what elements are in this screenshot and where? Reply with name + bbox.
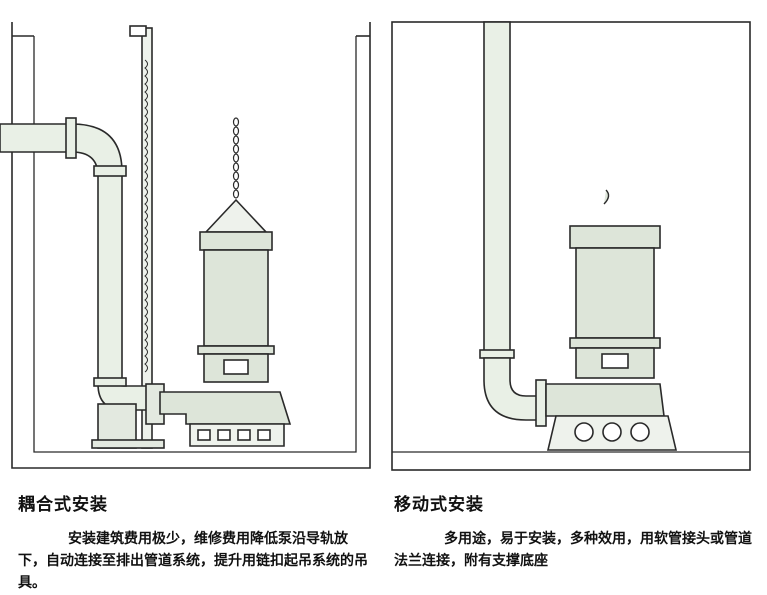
mobile-installation-description: 多用途，易于安装，多种效用，用软管接头或管道法兰连接，附有支撑底座 <box>394 528 754 572</box>
lifting-chain <box>232 117 240 199</box>
mobile-installation-illustration <box>391 21 751 471</box>
submersible-pump-right <box>545 189 678 451</box>
coupling-installation-text: 安装建筑费用极少，维修费用降低泵沿导轨放下，自动连接至排出管道系统，提升用链扣起… <box>18 531 368 591</box>
mobile-installation-title: 移动式安装 <box>394 495 484 515</box>
pit-wall <box>11 22 371 469</box>
coupling-installation-title: 耦合式安装 <box>18 495 108 515</box>
submersible-pump-left <box>159 198 292 447</box>
hose-pipe <box>479 21 547 427</box>
pit-inner-wall <box>33 36 357 453</box>
mobile-installation-text: 多用途，易于安装，多种效用，用软管接头或管道法兰连接，附有支撑底座 <box>394 531 752 569</box>
discharge-pipe <box>0 117 161 411</box>
coupling-installation-illustration <box>0 22 371 469</box>
coupling-installation-description: 安装建筑费用极少，维修费用降低泵沿导轨放下，自动连接至排出管道系统，提升用链扣起… <box>18 528 373 594</box>
installation-diagram <box>0 21 751 471</box>
